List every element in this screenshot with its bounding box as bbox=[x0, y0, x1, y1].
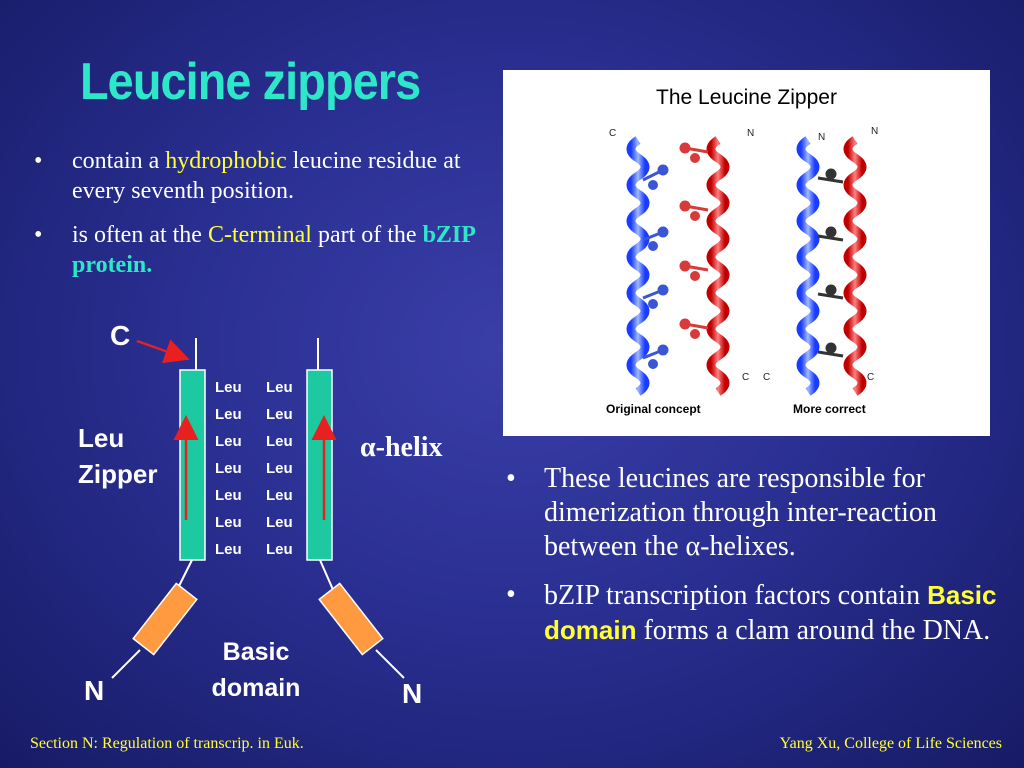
right-basic-domain-bar bbox=[318, 582, 384, 656]
highlight-hydrophobic: hydrophobic bbox=[165, 148, 287, 174]
basic-domain-label: Basic domain bbox=[196, 634, 316, 706]
bullet-item: • These leucines are responsible for dim… bbox=[502, 462, 1012, 564]
right-n-tail-line bbox=[375, 649, 405, 679]
left-bullet-list: • contain a hydrophobic leucine residue … bbox=[30, 146, 505, 294]
leu-column-left: Leu Leu Leu Leu Leu Leu Leu bbox=[215, 379, 242, 558]
bullet-item: • bZIP transcription factors contain Bas… bbox=[502, 578, 1012, 648]
leu-label: Leu bbox=[266, 433, 293, 450]
bzip-diagram: C Leu Leu Leu Leu Leu Leu Leu Leu Leu Le… bbox=[84, 320, 422, 709]
end-label-c: C bbox=[763, 372, 771, 383]
leu-label: Leu bbox=[266, 379, 293, 396]
leucine-zipper-image-panel: The Leucine Zipper bbox=[503, 70, 990, 436]
alpha-symbol: α bbox=[360, 432, 376, 463]
leu-label: Leu bbox=[266, 541, 293, 558]
caption-original-concept: Original concept bbox=[606, 402, 701, 416]
caption-more-correct: More correct bbox=[793, 402, 866, 416]
leu-label: Leu bbox=[215, 460, 242, 477]
footer-section-label: Section N: Regulation of transcrip. in E… bbox=[30, 735, 304, 752]
end-label-c: C bbox=[742, 372, 750, 383]
right-helix-bar bbox=[306, 369, 333, 561]
highlight-bzip-protein: bZIP protein. bbox=[72, 222, 475, 278]
bullet-text: part of the bbox=[311, 222, 423, 248]
leu-label: Leu bbox=[266, 487, 293, 504]
alpha-symbol: α bbox=[685, 531, 701, 562]
highlight-c-terminal: C-terminal bbox=[207, 222, 312, 248]
bullet-dot: • bbox=[34, 148, 43, 174]
left-helix-bar bbox=[179, 369, 206, 561]
c-terminus-label: C bbox=[110, 320, 130, 351]
c-pointer-arrow bbox=[136, 339, 190, 364]
leu-label: Leu bbox=[266, 406, 293, 423]
helix-text: -helix bbox=[375, 432, 443, 463]
alpha-helix-label: α-helix bbox=[360, 432, 443, 464]
leu-zipper-line: Leu bbox=[78, 423, 125, 453]
right-bullet-list: • These leucines are responsible for dim… bbox=[502, 462, 1012, 662]
leu-label: Leu bbox=[215, 541, 242, 558]
bullet-dot: • bbox=[34, 222, 43, 248]
bullet-text: bZIP transcription factors contain bbox=[544, 580, 928, 611]
basic-domain-line: domain bbox=[211, 674, 301, 702]
bullet-item: • contain a hydrophobic leucine residue … bbox=[30, 146, 505, 206]
end-label-c: C bbox=[609, 128, 617, 139]
bullet-text: forms a clam around the DNA. bbox=[636, 615, 991, 646]
basic-domain-line: Basic bbox=[222, 638, 290, 666]
slide-title: Leucine zippers bbox=[80, 53, 421, 111]
n-terminus-label-right: N bbox=[402, 678, 422, 709]
leu-label: Leu bbox=[215, 487, 242, 504]
left-basic-domain-bar bbox=[132, 582, 198, 656]
highlight-basic-domain: Basic domain bbox=[544, 580, 997, 645]
right-linker-line bbox=[319, 559, 335, 593]
left-n-tail-line bbox=[111, 649, 141, 679]
bullet-dot: • bbox=[506, 463, 516, 494]
leu-column-right: Leu Leu Leu Leu Leu Leu Leu bbox=[266, 379, 293, 558]
leu-label: Leu bbox=[215, 514, 242, 531]
bullet-dot: • bbox=[506, 579, 516, 610]
helix-illustration bbox=[626, 136, 867, 396]
panel-title: The Leucine Zipper bbox=[656, 86, 837, 109]
end-label-n: N bbox=[871, 126, 879, 137]
bullet-text: is often at the bbox=[72, 222, 208, 248]
bullet-text: contain a bbox=[72, 148, 166, 174]
leu-label: Leu bbox=[215, 379, 242, 396]
original-concept-model bbox=[626, 136, 730, 396]
bullet-text: -helixes. bbox=[700, 531, 796, 562]
bullet-text: leucine residue at every seventh positio… bbox=[72, 148, 461, 204]
footer-author-label: Yang Xu, College of Life Sciences bbox=[779, 735, 1002, 752]
leu-label: Leu bbox=[215, 406, 242, 423]
leu-label: Leu bbox=[266, 460, 293, 477]
leu-label: Leu bbox=[266, 514, 293, 531]
n-terminus-label-left: N bbox=[84, 675, 104, 706]
bullet-text: These leucines are responsible for dimer… bbox=[544, 463, 937, 562]
end-label-n: N bbox=[818, 132, 826, 143]
end-label-c: C bbox=[867, 372, 875, 383]
leu-zipper-label: Leu Zipper bbox=[78, 420, 157, 492]
leu-label: Leu bbox=[215, 433, 242, 450]
end-label-n: N bbox=[747, 128, 755, 139]
more-correct-model bbox=[796, 136, 867, 396]
leu-zipper-line: Zipper bbox=[78, 459, 158, 489]
bullet-item: • is often at the C-terminal part of the… bbox=[30, 220, 505, 280]
